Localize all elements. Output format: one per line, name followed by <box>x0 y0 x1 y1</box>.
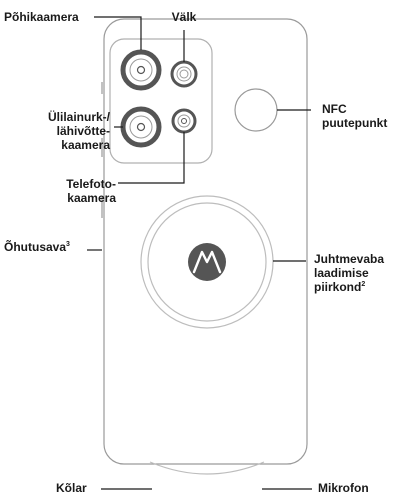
camera-module <box>109 38 213 164</box>
label-safety-cord: Õhutusava3 <box>4 240 70 254</box>
flash-lens <box>170 60 198 88</box>
label-wireless-charging-note: 2 <box>361 281 366 288</box>
nfc-touchpoint <box>234 88 278 132</box>
leader-lines <box>87 16 312 490</box>
main-camera-lens <box>120 49 162 91</box>
label-flash: Välk <box>171 10 197 24</box>
label-safety-cord-text: Õhutusava <box>4 240 67 254</box>
phone-bottom-edge <box>149 461 265 475</box>
label-speaker: Kõlar <box>56 481 87 495</box>
leader-main-camera <box>94 16 142 50</box>
label-ultrawide-camera: Ülilainurk-/ lähivõtte- kaamera <box>47 110 110 152</box>
label-telephoto-camera: Telefoto- kaamera <box>66 177 116 205</box>
label-wireless-charging: Juhtmevaba laadimise piirkond2 <box>314 252 402 294</box>
ultrawide-camera-lens <box>120 106 162 148</box>
telephoto-camera-lens <box>171 108 197 134</box>
label-wireless-charging-line1: Juhtmevaba laadimise piirkond <box>314 252 385 294</box>
label-main-camera: Põhikaamera <box>4 10 79 24</box>
label-nfc: NFC puutepunkt <box>322 102 388 130</box>
leader-telephoto <box>118 132 185 184</box>
phone-body <box>103 18 308 465</box>
label-safety-cord-note: 3 <box>66 241 70 248</box>
label-microphone: Mikrofon <box>318 481 369 495</box>
motorola-logo-icon <box>188 243 226 281</box>
wireless-charging-area <box>140 195 274 329</box>
